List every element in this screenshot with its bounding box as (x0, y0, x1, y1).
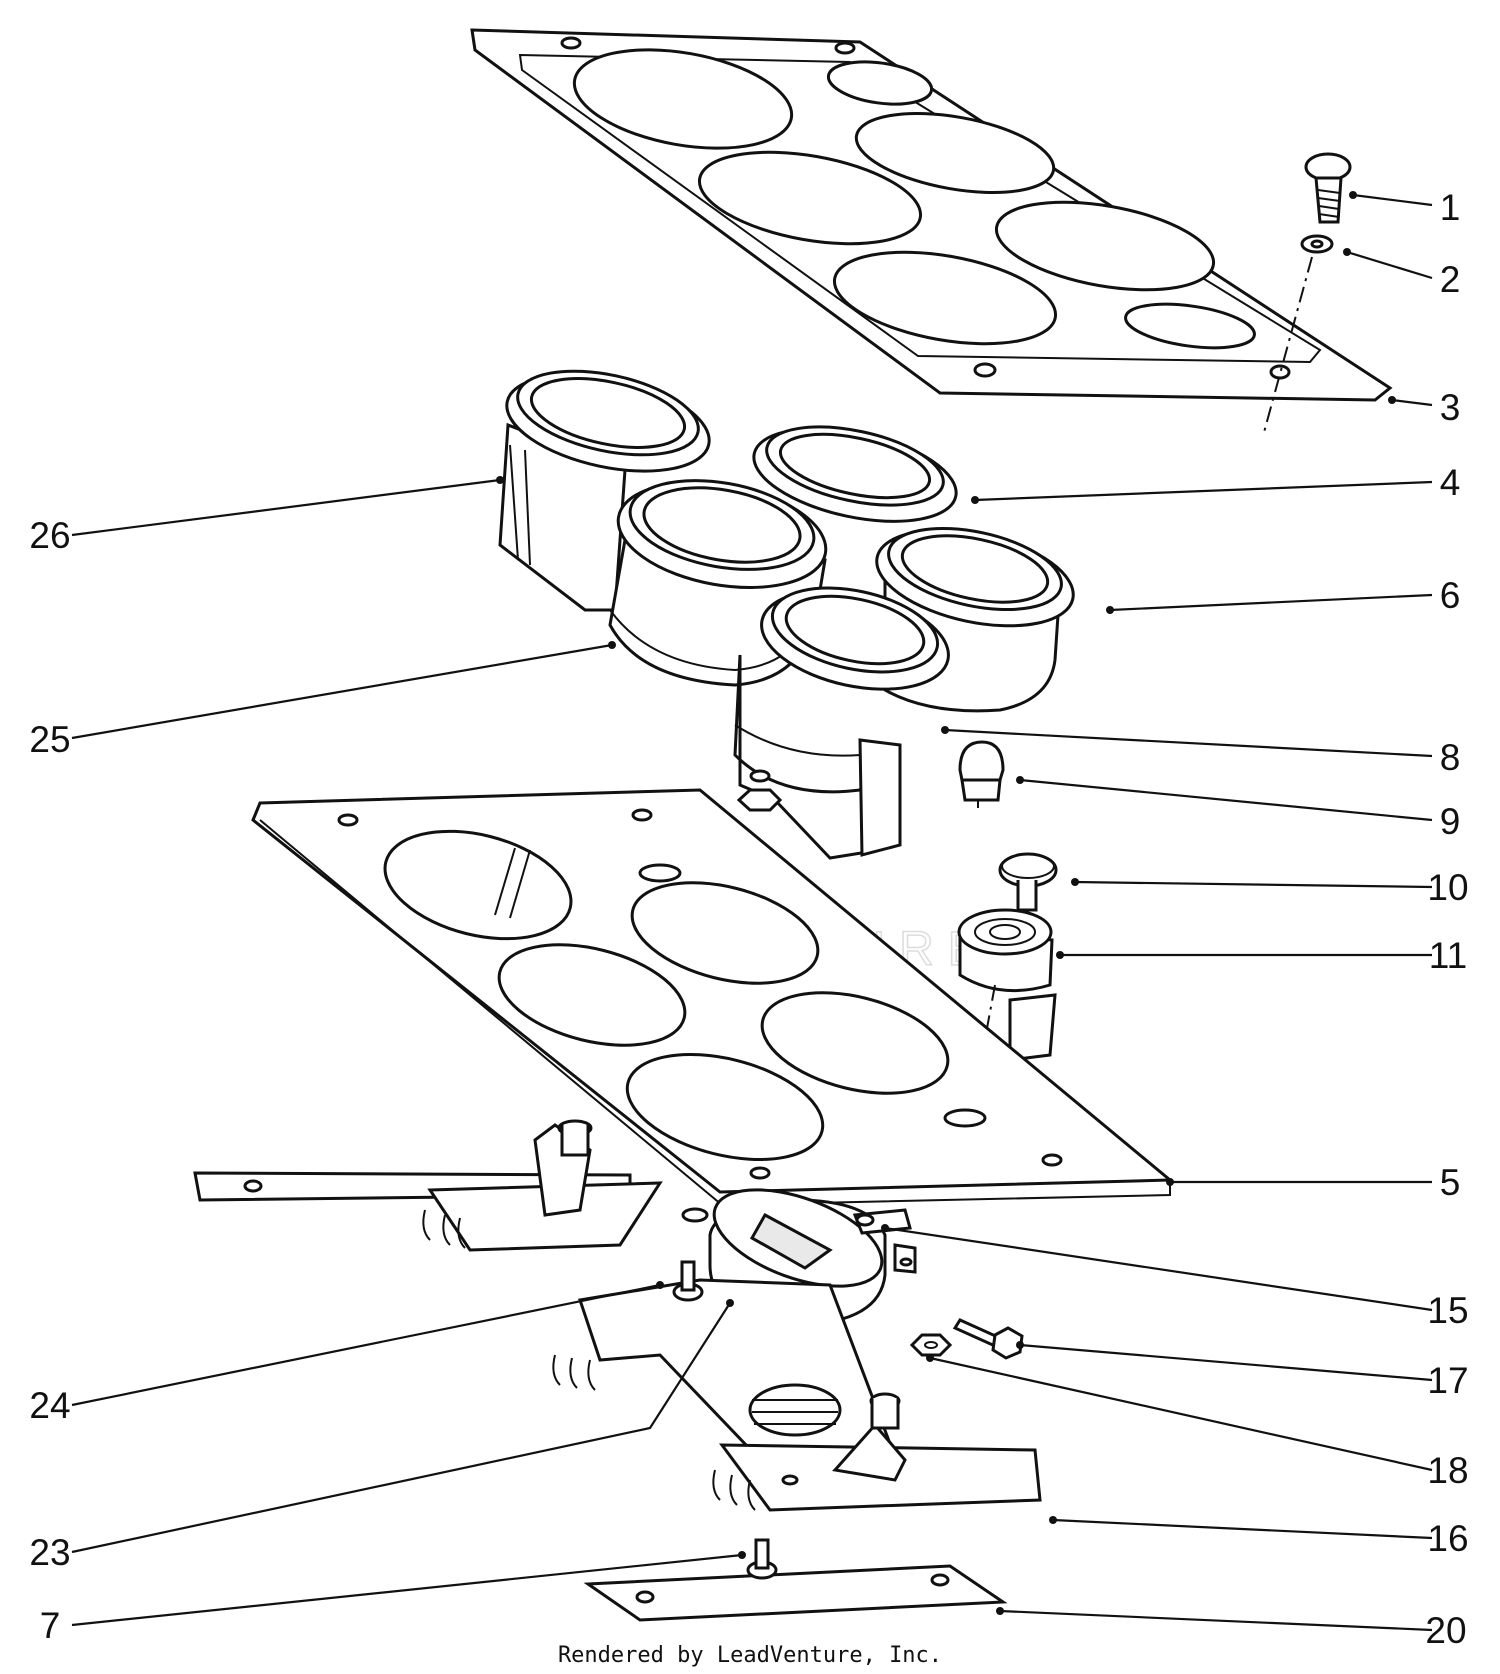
callout-23: 23 (29, 1532, 70, 1573)
screw-part-7 (746, 1538, 778, 1580)
bolt-part-17 (952, 1318, 1024, 1360)
callout-8: 8 (1440, 737, 1461, 778)
nut-part-18 (909, 1333, 953, 1357)
washer-part-2 (1300, 234, 1334, 254)
bracket-left (193, 1119, 663, 1252)
bulb-part-9 (958, 740, 1005, 808)
callout-2: 2 (1440, 259, 1461, 300)
render-credit: Rendered by LeadVenture, Inc. (558, 1643, 942, 1668)
callout-20: 20 (1425, 1610, 1466, 1651)
callout-16: 16 (1427, 1518, 1468, 1559)
callout-6: 6 (1440, 575, 1461, 616)
gauge-part-6 (875, 526, 1075, 713)
nut-small (736, 769, 783, 812)
callout-9: 9 (1440, 801, 1461, 842)
callout-1: 1 (1440, 187, 1461, 228)
top-bezel-plate (470, 28, 1393, 402)
strap-part-20 (583, 1564, 1008, 1622)
screw-part-1 (1304, 152, 1352, 224)
mounting-panel-part-5 (251, 788, 1175, 1207)
callout-10: 10 (1427, 867, 1468, 908)
terminal-part-15 (852, 1208, 917, 1274)
gauge-part-25 (608, 479, 828, 687)
callout-17: 17 (1427, 1360, 1468, 1401)
bracket-part-16 (712, 1392, 1042, 1512)
callout-24: 24 (29, 1385, 70, 1426)
callout-25: 25 (29, 719, 70, 760)
callout-4: 4 (1440, 462, 1461, 503)
leader-lines (71, 191, 1433, 1632)
switch-part-11 (957, 908, 1057, 1062)
gauge-part-8 (733, 586, 950, 860)
gauge-part-4 (752, 425, 958, 523)
callout-5: 5 (1440, 1162, 1461, 1203)
gauge-body-part-23 (552, 1188, 903, 1472)
callout-15: 15 (1427, 1290, 1468, 1331)
callout-3: 3 (1440, 387, 1461, 428)
callout-labels: 1 2 3 4 6 8 9 10 11 5 15 17 18 16 20 26 … (29, 187, 1468, 1651)
gauge-part-26 (498, 369, 711, 612)
callout-18: 18 (1427, 1450, 1468, 1491)
knob-part-10 (998, 852, 1058, 912)
callout-7: 7 (40, 1605, 61, 1646)
screw-part-24 (672, 1207, 709, 1302)
callout-26: 26 (29, 515, 70, 556)
callout-11: 11 (1429, 935, 1467, 976)
